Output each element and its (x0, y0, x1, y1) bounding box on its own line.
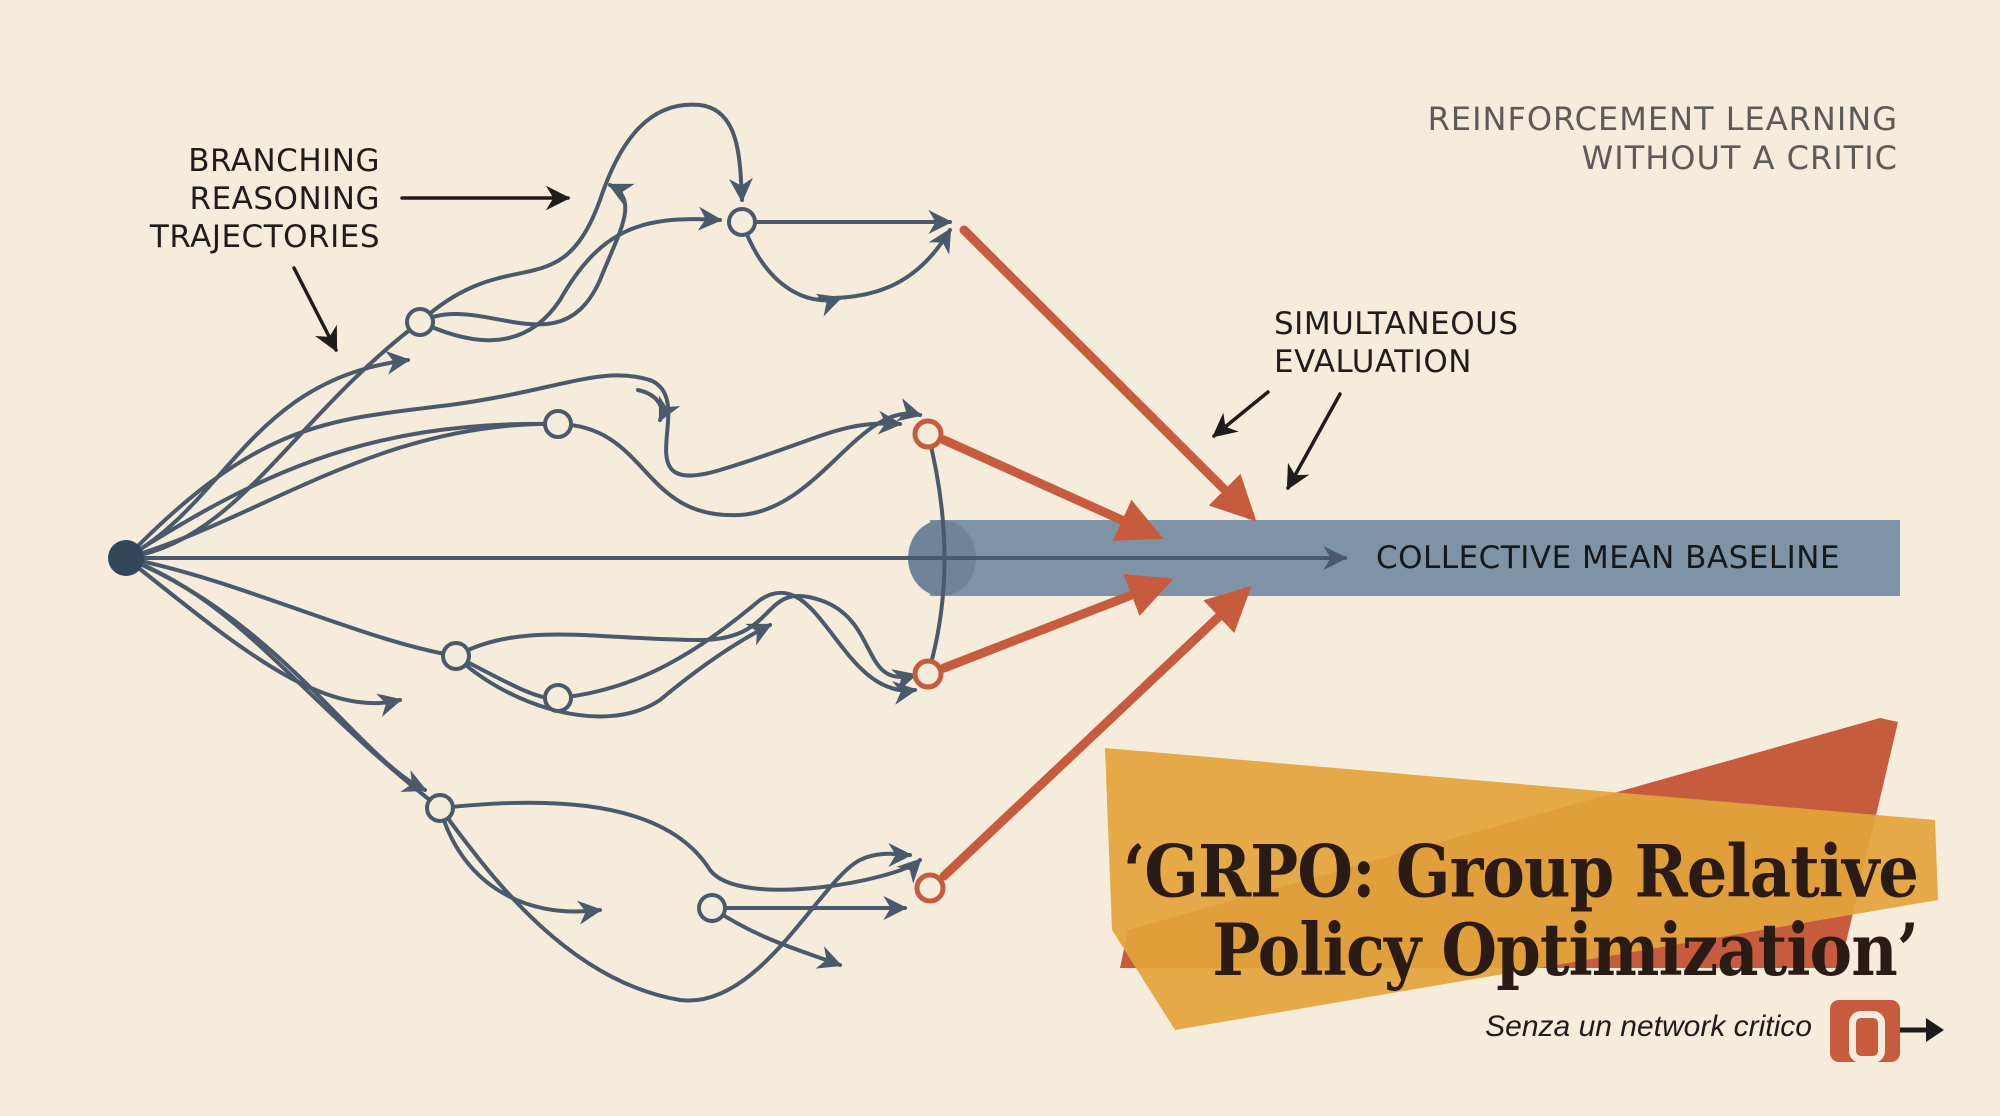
node-upper-split (405, 307, 435, 337)
title-banner-yellow-shape (1105, 748, 1938, 1030)
trajectory-low-1 (124, 556, 458, 658)
title-line-2: Policy Optimization’ (1212, 909, 1919, 994)
evaluation-bracket (926, 432, 947, 676)
logo-ring-shape (1849, 1011, 1885, 1063)
trajectory-low-4 (454, 590, 918, 705)
annotation-arrows (292, 185, 1342, 491)
eval-arrow-lower (939, 574, 1174, 673)
eval-arrow-top (959, 225, 1257, 522)
branching-label-line-3: TRAJECTORIES (149, 219, 380, 255)
trajectory-low-7 (124, 556, 428, 792)
footer-caption: Senza un network critico (1485, 1010, 1812, 1043)
simultaneous-arrow-down (1286, 392, 1342, 491)
trajectory-upper-1b (124, 350, 411, 560)
subtitle-line-2: WITHOUT A CRITIC (1581, 139, 1898, 177)
title-line-1: ‘GRPO: Group Relative (1123, 830, 1919, 915)
trajectory-mid-3 (124, 421, 562, 560)
baseline-label: COLLECTIVE MEAN BASELINE (1376, 540, 1841, 576)
branching-label: BRANCHING REASONING TRAJECTORIES (116, 142, 380, 256)
trajectory-low-10 (438, 806, 913, 1003)
simultaneous-arrow-left (1212, 390, 1270, 438)
node-low-split (441, 641, 471, 671)
trajectory-mid-4 (636, 388, 681, 423)
simultaneous-label-line-1: SIMULTANEOUS (1274, 306, 1519, 342)
simultaneous-evaluation-label: SIMULTANEOUS EVALUATION (1274, 305, 1519, 381)
trajectory-low-8 (438, 800, 922, 892)
trajectory-mid-2 (124, 398, 923, 560)
branching-label-line-1: BRANCHING (188, 143, 380, 179)
node-low-mid (543, 683, 573, 713)
trajectories (124, 102, 1348, 1003)
eval-arrow-upper (939, 435, 1164, 541)
trajectory-low-3 (454, 623, 773, 719)
eval-node-3 (914, 872, 946, 904)
node-mid (543, 409, 573, 439)
simultaneous-label-line-2: EVALUATION (1274, 344, 1472, 380)
subtitle: REINFORCEMENT LEARNING WITHOUT A CRITIC (1428, 100, 1898, 178)
node-low-lower (425, 793, 455, 823)
evaluation-nodes (912, 418, 946, 904)
trajectory-upper-2 (418, 102, 753, 324)
trajectory-low-2 (454, 593, 918, 693)
trajectory-upper-4 (418, 206, 723, 343)
trajectory-upper-3 (418, 183, 635, 327)
trajectory-mid-1 (124, 373, 903, 560)
node-low-bottom (697, 893, 727, 923)
trajectory-upper-7 (818, 227, 952, 301)
trajectory-low-9 (438, 806, 603, 925)
eval-node-2 (912, 658, 944, 690)
subtitle-line-1: REINFORCEMENT LEARNING (1427, 100, 1898, 138)
start-node-icon (108, 540, 144, 576)
trajectory-low-12 (710, 906, 843, 969)
title-banner (1105, 718, 1938, 1030)
branching-label-line-2: REASONING (189, 181, 380, 217)
eval-arrow-bottom (939, 585, 1252, 881)
branching-arrow-down (292, 266, 338, 353)
node-upper-top (727, 207, 757, 237)
page-title: ‘GRPO: Group Relative Policy Optimizatio… (1123, 830, 1919, 994)
trajectory-nodes (405, 207, 757, 923)
eval-node-1 (912, 418, 944, 450)
trajectory-low-6 (124, 556, 403, 717)
evaluation-arrows (939, 225, 1257, 881)
trajectory-upper-6 (740, 220, 843, 317)
logo-badge-icon (1830, 1000, 1900, 1063)
